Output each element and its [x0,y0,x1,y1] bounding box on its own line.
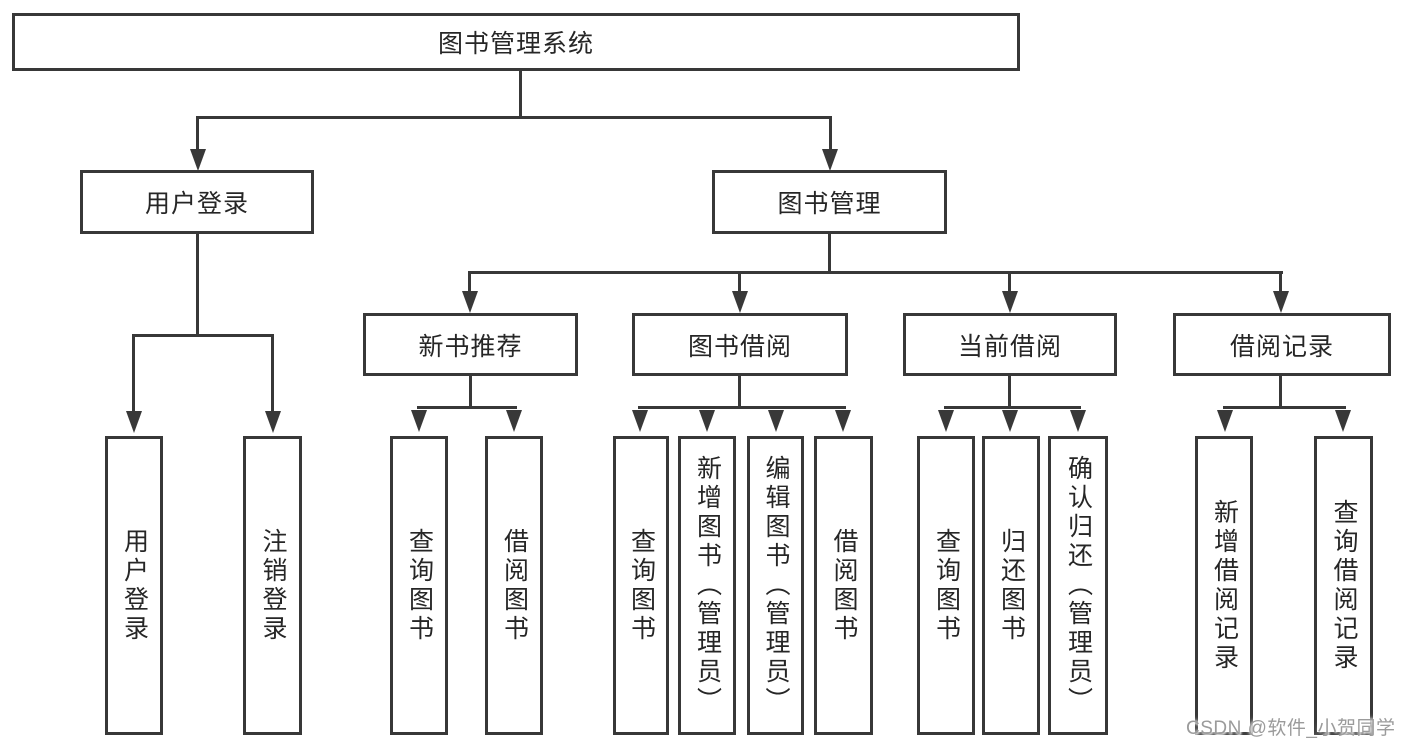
arrow-down-icon [768,410,784,432]
arrow-down-icon [126,411,142,433]
arrow-down-icon [1335,410,1351,432]
connector-line [132,334,135,411]
connector-line [1279,271,1282,293]
node-label: 当前借阅 [957,332,1062,361]
node-label: 查询借阅记录 [1330,498,1358,673]
connector-line [828,234,831,273]
connector-line [1279,376,1282,408]
node-label: 查询图书 [932,527,961,644]
arrow-down-icon [1002,291,1018,313]
node-label: 借阅记录 [1229,332,1334,361]
arrow-down-icon [938,410,954,432]
node-label: 查询图书 [405,527,434,644]
arrow-down-icon [265,411,281,433]
leaf-user-login: 用户登录 [105,436,163,735]
leaf-borrow-books-2: 借阅图书 [814,436,873,735]
connector-line [469,376,472,408]
node-label: 查询图书 [627,527,656,644]
node-label: 确认归还（管理员） [1064,455,1093,716]
connector-line [468,271,471,293]
node-new-book-recommendation: 新书推荐 [363,313,578,376]
node-book-borrowing: 图书借阅 [632,313,848,376]
connector-line [1008,271,1011,293]
connector-line [196,234,199,336]
leaf-logout-login: 注销登录 [243,436,302,735]
connector-line [738,271,741,293]
arrow-down-icon [732,291,748,313]
leaf-edit-book-admin: 编辑图书（管理员） [747,436,804,735]
leaf-return-book: 归还图书 [982,436,1040,735]
node-label: 图书管理系统 [437,30,594,58]
arrow-down-icon [506,410,522,432]
node-library-management-system: 图书管理系统 [12,13,1020,71]
arrow-down-icon [462,291,478,313]
arrow-down-icon [822,149,838,171]
node-label: 图书借阅 [687,332,792,361]
leaf-query-books-2: 查询图书 [613,436,669,735]
node-label: 用户登录 [144,190,249,218]
arrow-down-icon [632,410,648,432]
arrow-down-icon [835,410,851,432]
node-label: 借阅图书 [830,527,858,644]
node-label: 新增借阅记录 [1210,498,1239,673]
connector-line [638,406,846,409]
connector-line [944,406,1081,409]
connector-line [196,116,199,152]
connector-line [196,116,832,119]
node-label: 用户登录 [120,527,149,644]
connector-line [829,116,832,152]
connector-line [468,271,1283,274]
node-label: 注销登录 [259,527,287,644]
node-current-borrowing: 当前借阅 [903,313,1117,376]
node-label: 编辑图书（管理员） [762,455,790,716]
leaf-borrow-books: 借阅图书 [485,436,543,735]
connector-line [1223,406,1346,409]
arrow-down-icon [1070,410,1086,432]
node-label: 图书管理 [777,190,882,218]
connector-line [417,406,517,409]
node-user-login: 用户登录 [80,170,314,234]
connector-line [738,376,741,408]
connector-line [519,71,522,117]
connector-line [132,334,274,337]
watermark-text: CSDN @软件_小贺同学 [1186,718,1396,739]
node-label: 新书推荐 [418,332,523,361]
leaf-query-books-3: 查询图书 [917,436,975,735]
arrow-down-icon [1217,410,1233,432]
arrow-down-icon [699,410,715,432]
node-book-management: 图书管理 [712,170,947,234]
node-borrowing-records: 借阅记录 [1173,313,1391,376]
leaf-add-borrow-record: 新增借阅记录 [1195,436,1253,735]
arrow-down-icon [1273,291,1289,313]
arrow-down-icon [1002,410,1018,432]
leaf-add-book-admin: 新增图书（管理员） [678,436,736,735]
arrow-down-icon [190,149,206,171]
leaf-query-borrow-record: 查询借阅记录 [1314,436,1373,735]
node-label: 归还图书 [997,527,1026,644]
node-label: 新增图书（管理员） [693,455,722,716]
connector-line [271,334,274,411]
leaf-query-books: 查询图书 [390,436,448,735]
arrow-down-icon [411,410,427,432]
leaf-confirm-return-admin: 确认归还（管理员） [1048,436,1108,735]
connector-line [1008,376,1011,408]
node-label: 借阅图书 [500,527,529,644]
